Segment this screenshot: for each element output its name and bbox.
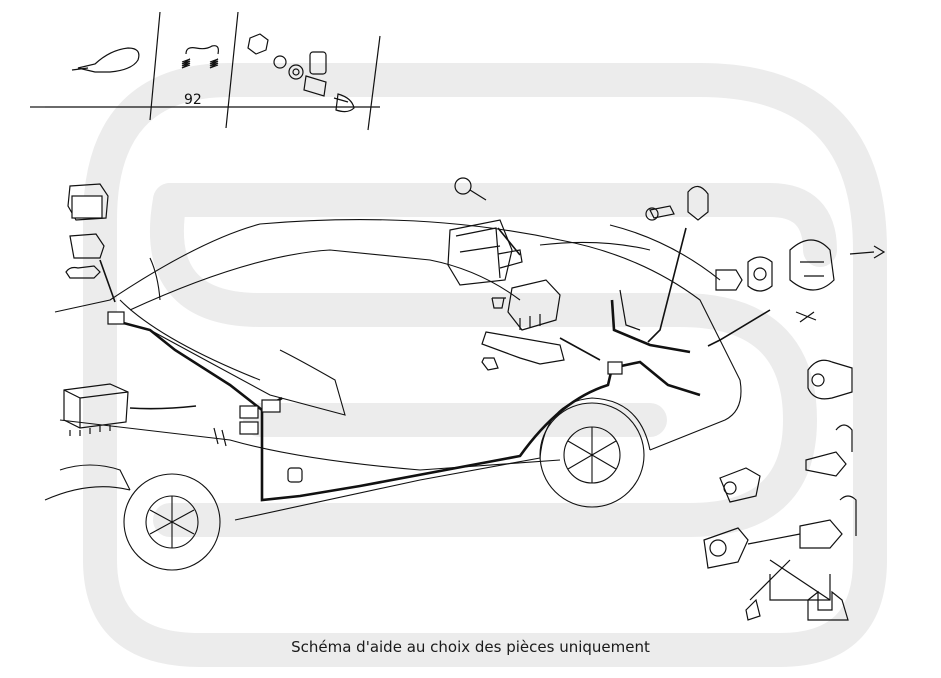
- screw-icon: [645, 205, 675, 221]
- panel-divider-3: [367, 35, 381, 131]
- clip-icon: [687, 185, 709, 221]
- mount-bracket-icon: [745, 559, 849, 621]
- bulb-socket-icon: [454, 177, 487, 201]
- connector-icon: [107, 311, 623, 483]
- spring-clip-icon: [181, 45, 219, 69]
- bracket-relay-icon: [491, 279, 561, 331]
- relay-icon: [63, 183, 129, 436]
- wiring-harness-icon: [111, 299, 701, 502]
- centre-components: [447, 177, 641, 371]
- control-unit-icon: [447, 219, 523, 286]
- diagram-caption: Schéma d'aide au choix des pièces unique…: [291, 638, 650, 656]
- socket-icon: [715, 239, 886, 323]
- part-callout-number: 92: [184, 92, 202, 108]
- mounting-bracket-icon: [481, 331, 565, 371]
- right-parts: [645, 185, 886, 621]
- fastener-set-icon: [247, 33, 355, 113]
- front-wheel-icon: [123, 473, 221, 571]
- trailer-plug-icon: [703, 359, 857, 569]
- parts-panel: [30, 11, 381, 131]
- cable-tie-icon: [71, 47, 140, 73]
- panel-divider-2: [225, 11, 239, 129]
- car-outline-icon: [44, 219, 742, 571]
- panel-divider-1: [149, 11, 161, 121]
